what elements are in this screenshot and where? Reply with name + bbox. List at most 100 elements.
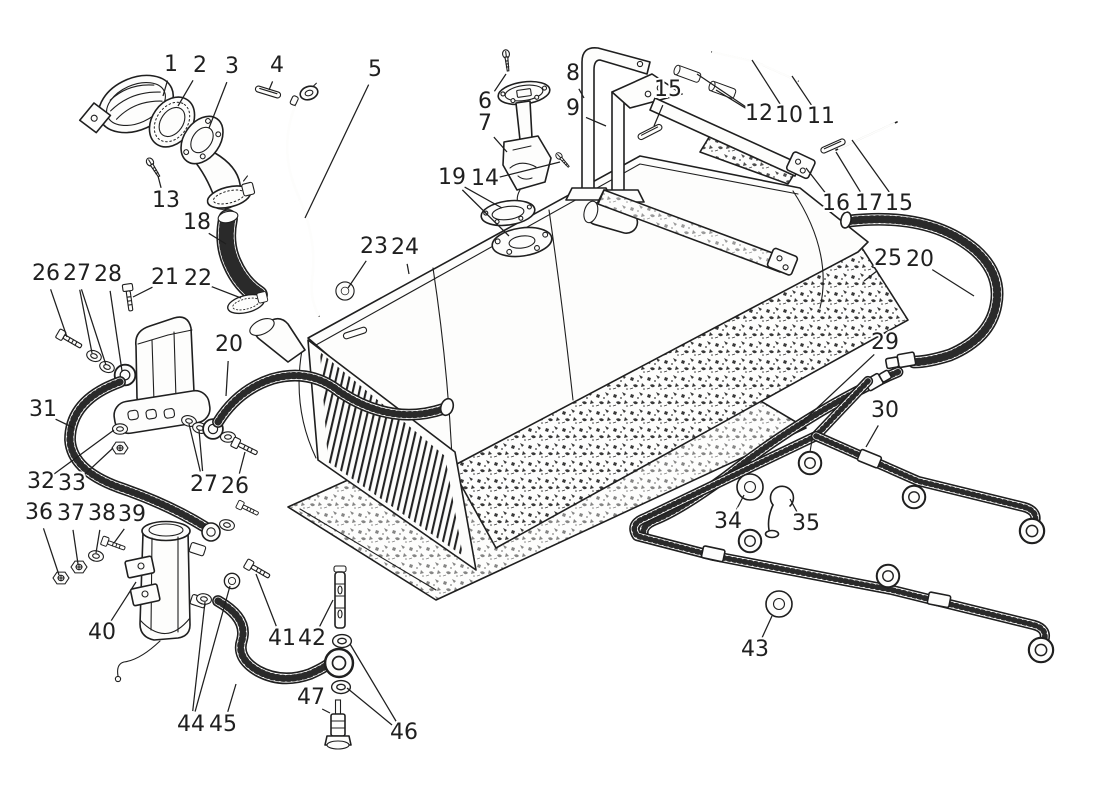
part-callout-47-46: 47 — [295, 683, 331, 714]
leader-line-46 — [349, 643, 397, 722]
part-label-28: 28 — [94, 262, 122, 287]
part-label-2: 2 — [193, 53, 207, 78]
rail-ring-c — [737, 528, 763, 554]
fuel-rail-branch — [810, 430, 1041, 528]
part-label-32: 32 — [27, 469, 55, 494]
leader-line-27 — [198, 429, 204, 472]
leader-line-44 — [192, 601, 206, 712]
leader-line-3 — [208, 81, 228, 129]
sender-gasket — [480, 199, 536, 227]
part-callout-23-20: 23 — [347, 232, 390, 289]
strap-link-pin-b — [707, 79, 738, 100]
part-callout-29-24: 29 — [799, 328, 901, 425]
part-callout-13-5: 13 — [150, 175, 182, 215]
leader-line-44 — [194, 585, 231, 712]
hose-end-bolt — [235, 499, 261, 519]
leader-line-20 — [225, 360, 229, 397]
leader-line-16 — [805, 167, 827, 195]
vent-hose — [285, 95, 321, 317]
fuel-filter-body — [113, 316, 211, 435]
leader-line-45 — [227, 683, 237, 712]
part-label-27: 27 — [190, 472, 218, 497]
part-label-10: 10 — [775, 103, 803, 128]
leader-line-7 — [493, 136, 508, 153]
part-callout-34-48: 34 — [712, 494, 745, 536]
part-label-6: 6 — [478, 89, 492, 114]
leader-line-36 — [42, 528, 60, 576]
part-label-33: 33 — [58, 471, 86, 496]
leader-line-1 — [162, 80, 169, 97]
fuel-sender-unit — [497, 80, 552, 211]
leader-line-26 — [238, 451, 246, 474]
part-callout-28-28: 28 — [92, 260, 124, 372]
nut-hex — [111, 441, 129, 455]
part-label-36: 36 — [25, 500, 53, 525]
hose-end-washer — [218, 517, 236, 533]
part-label-30: 30 — [871, 398, 899, 423]
banjo-eye-fitting — [323, 647, 355, 679]
banjo-bolt — [333, 565, 347, 629]
tank-strap-lower — [597, 189, 799, 276]
fuel-rail-main — [629, 375, 1051, 647]
tank-filler-stub — [249, 317, 306, 363]
leader-line-9 — [585, 116, 607, 127]
leader-line-25 — [863, 270, 878, 282]
part-label-20: 20 — [215, 332, 243, 357]
breather-pipe — [254, 84, 282, 100]
part-label-26: 26 — [32, 261, 60, 286]
mount-bolt-left — [54, 328, 85, 352]
part-label-17: 17 — [855, 191, 883, 216]
part-label-26: 26 — [221, 474, 249, 499]
leader-line-39 — [113, 528, 125, 544]
part-callout-26-26: 26 — [30, 259, 68, 338]
hose-end-eye — [201, 522, 221, 542]
leader-line-23 — [347, 260, 367, 289]
part-label-45: 45 — [209, 712, 237, 737]
part-callout-4-3: 4 — [268, 51, 286, 91]
part-label-43: 43 — [741, 637, 769, 662]
leader-line-21 — [132, 286, 153, 298]
part-callout-20-31: 20 — [213, 330, 245, 397]
banjo-washer-lower — [330, 679, 352, 695]
part-label-35: 35 — [792, 511, 820, 536]
part-label-40: 40 — [88, 620, 116, 645]
small-hose-clip — [299, 82, 319, 101]
part-callout-15-11: 15 — [652, 75, 684, 127]
leader-line-35 — [789, 498, 798, 513]
fuel-pump — [114, 520, 208, 683]
leader-line-18 — [208, 232, 227, 245]
part-callout-2-1: 2 — [177, 51, 209, 107]
part-label-46: 46 — [390, 720, 418, 745]
part-label-41: 41 — [268, 626, 296, 651]
part-callout-7-8: 7 — [476, 109, 508, 153]
part-label-11: 11 — [807, 104, 835, 129]
leader-line-32 — [53, 429, 115, 476]
part-callout-38-39: 38 — [86, 499, 118, 554]
leader-line-41 — [255, 573, 277, 627]
rail-end-banjo-lower — [1027, 636, 1055, 664]
leader-line-47 — [321, 708, 331, 714]
banjo-washer-upper — [331, 633, 353, 649]
rail-ring-a — [797, 439, 823, 476]
strap-rear — [597, 73, 683, 203]
outlet-eye-washer — [223, 572, 241, 590]
leader-line-15 — [653, 104, 664, 127]
union-fitting — [324, 699, 352, 750]
leader-line-19 — [461, 189, 510, 237]
part-callout-5-4: 5 — [304, 55, 384, 219]
part-label-3: 3 — [225, 54, 239, 79]
cap-screw — [144, 156, 163, 179]
rail-ring-d — [875, 563, 901, 590]
leader-line-40 — [110, 581, 137, 623]
part-callout-9-10: 9 — [564, 94, 607, 127]
part-callout-26-36: 26 — [219, 451, 251, 501]
leader-line-15 — [851, 139, 891, 194]
leader-line-4 — [268, 81, 274, 91]
part-label-23: 23 — [360, 234, 388, 259]
filler-hose — [216, 209, 268, 305]
part-label-29: 29 — [871, 330, 899, 355]
part-callout-14-13: 14 — [469, 161, 561, 193]
part-callout-44-44: 44 — [175, 585, 231, 739]
